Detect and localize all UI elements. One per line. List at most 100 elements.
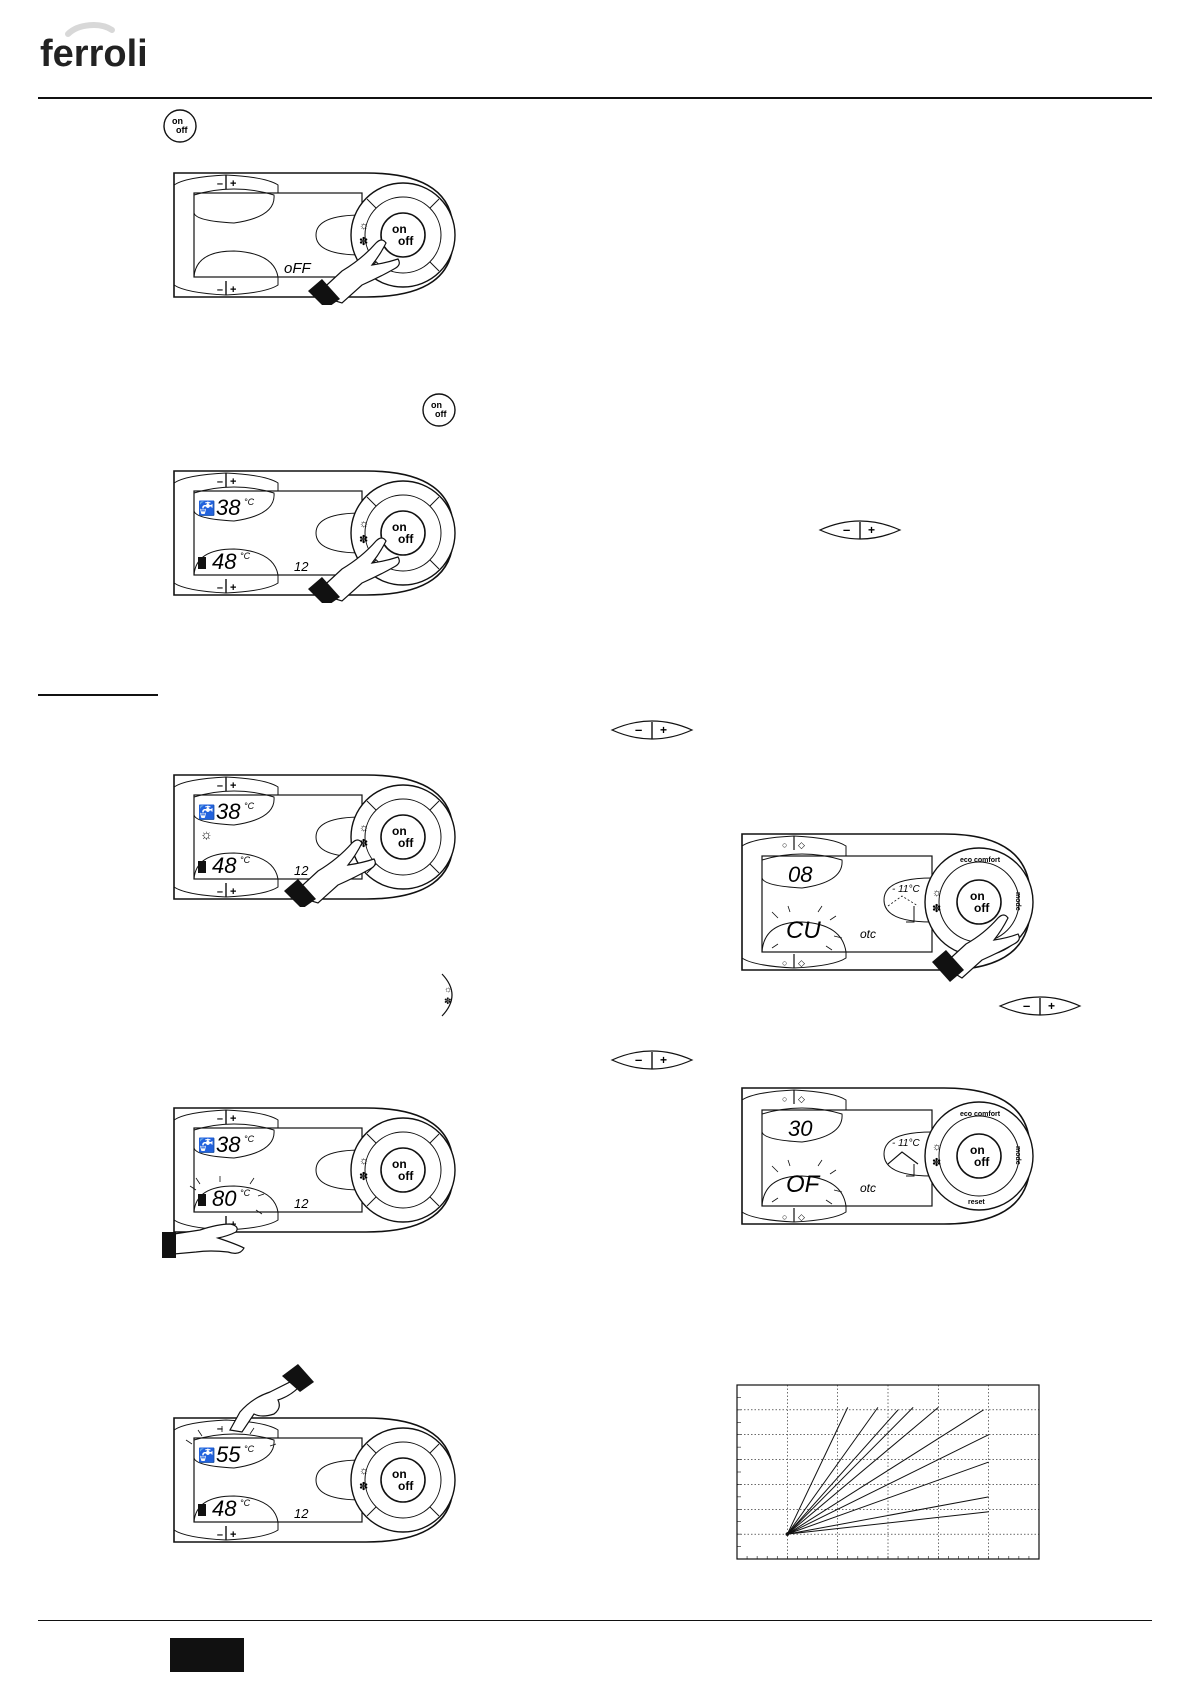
brand-logo: ferroli <box>38 16 158 76</box>
lcd-dhw-temp: 38 <box>216 495 241 520</box>
svg-text:on: on <box>392 222 407 236</box>
control-panel-heating-adjust: – + + 🚰 38 °C 80 °C 12 on off ☼✽ <box>160 1100 456 1260</box>
svg-text:☼: ☼ <box>359 1155 369 1167</box>
chart-series-line-3 <box>786 1409 899 1535</box>
svg-text:–: – <box>217 284 223 296</box>
control-panel-otc-offset: ○◇ ○◇ 30 OF - 11°C otc eco comfort mode … <box>734 1080 1034 1230</box>
svg-text:–: – <box>635 1052 642 1067</box>
lcd-heat-temp: 48 <box>212 549 237 574</box>
svg-text:+: + <box>230 178 236 190</box>
svg-text:○: ○ <box>782 1212 787 1222</box>
otc-curves-chart <box>736 1384 1044 1562</box>
lcd-status: 12 <box>294 863 309 878</box>
svg-text:on: on <box>431 400 442 410</box>
svg-text:☼: ☼ <box>359 1465 369 1477</box>
svg-text:on: on <box>970 889 985 903</box>
svg-text:+: + <box>660 723 667 737</box>
svg-text:mode: mode <box>1014 1146 1021 1165</box>
svg-text:–: – <box>217 1113 223 1125</box>
control-panel-on: – + – + 🚰 38 °C 48 °C 12 on off ☼✽ <box>166 463 456 607</box>
minus-plus-icon-4: – + <box>610 1048 694 1072</box>
chart-series-line-8 <box>787 1461 989 1535</box>
svg-text:off: off <box>398 836 414 850</box>
svg-text:☼: ☼ <box>932 1141 942 1153</box>
lcd-dhw-temp: 38 <box>216 799 241 824</box>
svg-text:–: – <box>635 722 642 737</box>
lcd-external-temp: - 11°C <box>892 1138 920 1149</box>
minus-plus-icon-3: – + <box>998 994 1082 1018</box>
chart-series-line-7 <box>787 1434 989 1535</box>
chart-series-line-4 <box>786 1407 914 1535</box>
lcd-heat-temp: 48 <box>212 853 237 878</box>
svg-text:◇: ◇ <box>798 958 805 968</box>
header-rule <box>38 97 1152 99</box>
svg-text:on: on <box>392 1467 407 1481</box>
chart-series-line-6 <box>787 1409 984 1535</box>
chart-series-line-5 <box>787 1406 939 1535</box>
svg-text:☼: ☼ <box>359 822 369 834</box>
summer-winter-button-icon: ☼ ✽ <box>438 972 460 1018</box>
lcd-mode: otc <box>860 1181 876 1195</box>
svg-text:✽: ✽ <box>444 996 452 1006</box>
lcd-param-number: 30 <box>788 1116 813 1141</box>
chart-series-line-2 <box>786 1407 879 1535</box>
svg-text:–: – <box>217 780 223 792</box>
svg-text:✽: ✽ <box>359 838 368 850</box>
svg-text:off: off <box>398 532 414 546</box>
svg-text:+: + <box>230 476 236 488</box>
svg-text:°C: °C <box>244 497 255 507</box>
svg-text:on: on <box>392 824 407 838</box>
lcd-status: 12 <box>294 559 309 574</box>
svg-text:–: – <box>217 1529 223 1541</box>
chart-series-line-1 <box>786 1407 849 1535</box>
lcd-status: 12 <box>294 1506 309 1521</box>
control-panel-otc-curve: ○◇ ○◇ 08 CU - 11°C otc eco comfort mode … <box>734 826 1034 986</box>
svg-text:+: + <box>230 886 236 898</box>
svg-text:off: off <box>435 409 447 419</box>
svg-text:off: off <box>398 1169 414 1183</box>
svg-text:reset: reset <box>968 1199 985 1206</box>
svg-text:off: off <box>974 1155 990 1169</box>
svg-text:off: off <box>398 234 414 248</box>
svg-text:✽: ✽ <box>359 534 368 546</box>
lcd-param-code: CU <box>786 917 821 944</box>
lcd-external-temp: - 11°C <box>892 884 920 895</box>
svg-text:°C: °C <box>240 551 251 561</box>
svg-text:◇: ◇ <box>798 1212 805 1222</box>
lcd-status: oFF <box>284 260 312 277</box>
lcd-param-code: OF <box>786 1171 821 1198</box>
svg-text:+: + <box>230 582 236 594</box>
section-rule <box>38 694 158 696</box>
svg-text:✽: ✽ <box>932 903 941 915</box>
chart-series-line-9 <box>787 1496 989 1535</box>
svg-text:°C: °C <box>240 855 251 865</box>
svg-text:🚰: 🚰 <box>198 500 215 517</box>
svg-text:on: on <box>392 1157 407 1171</box>
svg-text:on: on <box>970 1143 985 1157</box>
svg-text:off: off <box>398 1479 414 1493</box>
brand-name: ferroli <box>40 33 148 75</box>
svg-text:eco comfort: eco comfort <box>960 1111 1001 1118</box>
svg-text:◇: ◇ <box>798 840 805 850</box>
svg-text:°C: °C <box>244 1134 255 1144</box>
lcd-dhw-temp: 38 <box>216 1132 241 1157</box>
svg-text:mode: mode <box>1014 892 1021 911</box>
svg-text:–: – <box>843 522 850 537</box>
svg-text:🚰: 🚰 <box>198 1447 215 1464</box>
svg-text:–: – <box>217 476 223 488</box>
lcd-param-number: 08 <box>788 862 813 887</box>
svg-text:☼: ☼ <box>200 826 213 842</box>
svg-text:🚰: 🚰 <box>198 804 215 821</box>
footer-rule <box>38 1620 1152 1621</box>
onoff-button-icon: on off <box>162 108 198 144</box>
svg-text:+: + <box>230 1529 236 1541</box>
svg-text:°C: °C <box>240 1188 251 1198</box>
svg-text:✽: ✽ <box>359 1171 368 1183</box>
svg-text:–: – <box>217 582 223 594</box>
svg-text:off: off <box>176 125 188 135</box>
svg-text:–: – <box>217 886 223 898</box>
control-panel-off: – + – + oFF on off ☼✽ <box>166 165 456 309</box>
svg-text:○: ○ <box>782 958 787 968</box>
svg-text:○: ○ <box>782 840 787 850</box>
svg-text:○: ○ <box>782 1094 787 1104</box>
